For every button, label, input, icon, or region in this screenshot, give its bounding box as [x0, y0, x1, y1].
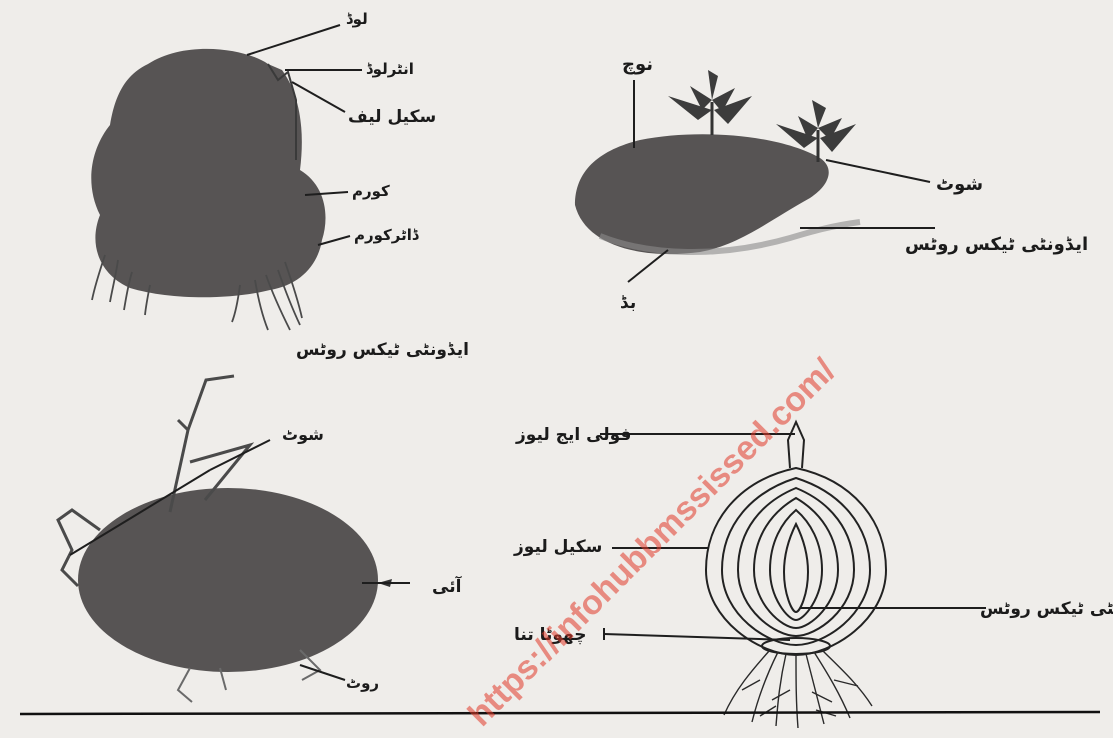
potato-label-shoot: شوٹ — [282, 425, 324, 444]
corm-label-top: لوڈ — [346, 10, 368, 28]
sweet-potato-label-roots: ایڈونٹی ٹیکس روٹس — [905, 234, 1088, 255]
sweet-potato-label-tuber: نوچ — [622, 54, 653, 75]
potato-label-eye: آئی — [432, 575, 463, 597]
corm-label-corm: کورم — [352, 182, 390, 200]
potato-label-root: روٹ — [346, 674, 379, 692]
onion-label-scale-leaves: سکیل لیوز — [513, 537, 602, 557]
potato-diagram: شوٹ آئی روٹ — [58, 376, 463, 702]
sweet-potato-label-base: بڈ — [620, 293, 636, 313]
corm-label-scale-leaf: سکیل لیف — [348, 107, 436, 127]
onion-label-roots: ایڈونٹی ٹیکس روٹس — [980, 599, 1113, 619]
onion-roots — [724, 650, 872, 728]
corm-label-inner: انٹرلوڈ — [366, 60, 414, 78]
corm-label-daughter-corm: ڈاٹرکورم — [354, 226, 420, 244]
corm-diagram: لوڈ انٹرلوڈ سکیل لیف کورم ڈاٹرکورم ایڈون… — [91, 10, 469, 360]
onion-scale-leaves — [706, 468, 886, 655]
corm-body — [91, 49, 325, 297]
corm-label-roots: ایڈونٹی ٹیکس روٹس — [296, 340, 469, 360]
page-bottom-rule — [20, 712, 1100, 714]
potato-body — [78, 488, 378, 672]
sweet-potato-diagram: نوچ شوٹ ایڈونٹی ٹیکس روٹس بڈ — [575, 54, 1088, 313]
sweet-potato-label-shoot: شوٹ — [936, 174, 983, 195]
onion-label-foliage: فولی ایج لیوز — [515, 425, 631, 445]
